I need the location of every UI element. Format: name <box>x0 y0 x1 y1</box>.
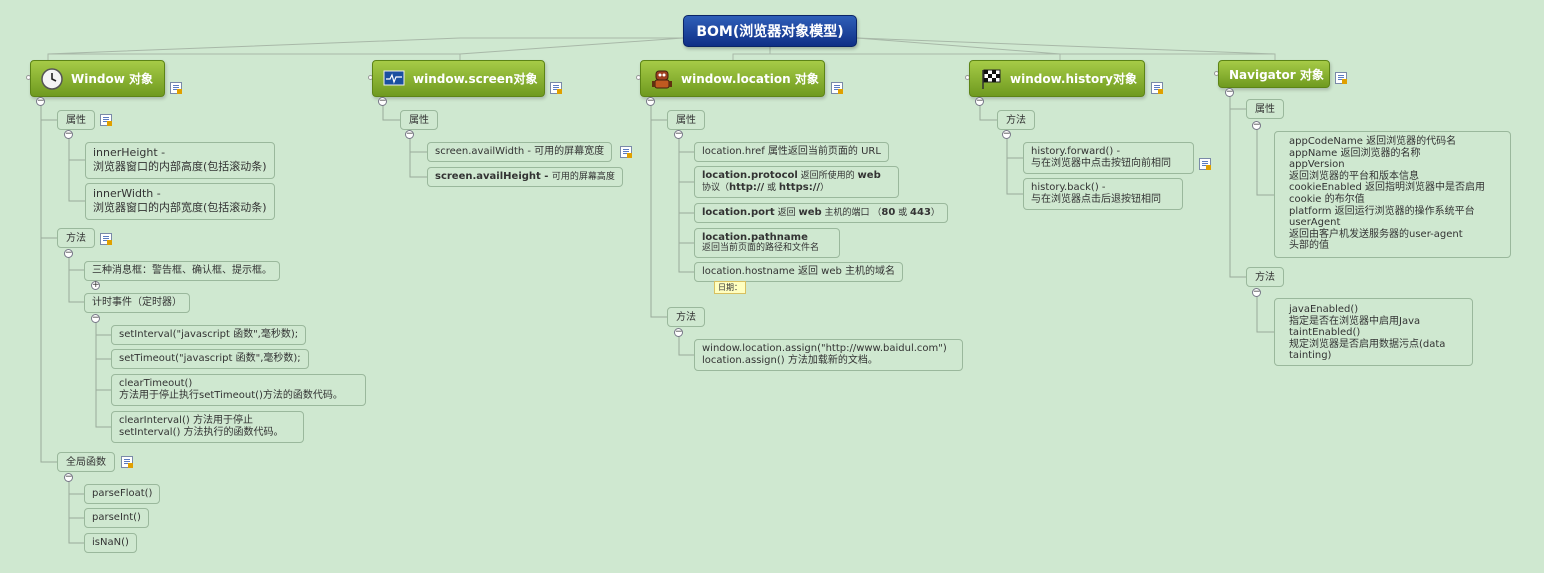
msgbox-node[interactable]: 三种消息框：警告框、确认框、提示框。 <box>84 261 280 281</box>
note-icon[interactable] <box>170 82 182 94</box>
navigator-method-line: 规定浏览器是否启用数据污点(data <box>1289 338 1446 350</box>
note-icon[interactable] <box>1199 158 1211 170</box>
note-icon[interactable] <box>1151 82 1163 94</box>
collapse-toggle[interactable]: − <box>1252 287 1261 297</box>
checkered-flag-icon <box>980 68 1002 90</box>
collapse-toggle[interactable]: − <box>674 327 683 337</box>
href-node[interactable]: location.href 属性返回当前页面的 URL <box>694 142 889 162</box>
note-icon[interactable] <box>620 146 632 158</box>
window-attrs-node[interactable]: 属性 <box>57 110 95 130</box>
navigator-method-line: tainting) <box>1289 350 1332 362</box>
availwidth-node[interactable]: screen.availWidth - 可用的屏幕宽度 <box>427 142 613 162</box>
assign-node[interactable]: window.location.assign("http://www.baidu… <box>694 339 963 371</box>
location-methods-node[interactable]: 方法 <box>667 307 705 327</box>
history-back-node[interactable]: history.back() - 与在浏览器点击后退按钮相同 <box>1023 178 1183 210</box>
pathname-node[interactable]: location.pathname 返回当前页面的路径和文件名 <box>694 228 840 258</box>
location-object-title: window.location 对象 <box>681 72 819 86</box>
collapse-toggle[interactable]: − <box>64 248 73 258</box>
history-object-topic[interactable]: window.history对象 <box>969 60 1145 97</box>
navigator-attr-line: appName 返回浏览器的名称 <box>1289 147 1421 159</box>
navigator-attr-line: 头部的值 <box>1289 240 1329 252</box>
collapse-toggle[interactable]: − <box>64 472 73 482</box>
navigator-attr-line: appCodeName 返回浏览器的代码名 <box>1289 136 1457 147</box>
collapse-toggle[interactable]: − <box>1225 87 1234 97</box>
isnan-node[interactable]: isNaN() <box>84 533 137 553</box>
collapse-toggle[interactable]: − <box>646 96 655 106</box>
expand-toggle[interactable]: + <box>91 280 100 290</box>
date-stamp: 日期： <box>714 281 746 294</box>
navigator-attr-line: 返回浏览器的平台和版本信息 <box>1289 170 1419 182</box>
navigator-attr-line: cookieEnabled 返回指明浏览器中是否启用 <box>1289 182 1486 194</box>
navigator-attr-line: cookie 的布尔值 <box>1289 193 1365 205</box>
parseint-node[interactable]: parseInt() <box>84 508 149 528</box>
parsefloat-node[interactable]: parseFloat() <box>84 484 161 504</box>
robot-icon <box>651 68 673 90</box>
collapse-toggle[interactable]: − <box>36 96 45 106</box>
note-icon[interactable] <box>121 456 133 468</box>
screen-object-title: window.screen对象 <box>413 72 538 86</box>
window-object-topic[interactable]: Window 对象 <box>30 60 165 97</box>
screen-object-topic[interactable]: window.screen对象 <box>372 60 545 97</box>
navigator-attr-line: platform 返回运行浏览器的操作系统平台 <box>1289 205 1475 217</box>
collapse-toggle[interactable]: − <box>674 129 683 139</box>
collapse-toggle[interactable]: − <box>378 96 387 106</box>
screen-attrs-node[interactable]: 属性 <box>400 110 438 130</box>
navigator-method-line: 指定是否在浏览器中启用Java <box>1289 315 1421 327</box>
window-object-title: Window 对象 <box>71 72 153 86</box>
history-forward-node[interactable]: history.forward() - 与在浏览器中点击按钮向前相同 <box>1023 142 1194 174</box>
navigator-object-title: Navigator 对象 <box>1229 67 1324 82</box>
collapse-toggle[interactable]: − <box>1252 120 1261 130</box>
monitor-icon <box>383 68 405 90</box>
cleartimeout-node[interactable]: clearTimeout() 方法用于停止执行setTimeout()方法的函数… <box>111 374 366 406</box>
navigator-object-topic[interactable]: Navigator 对象 <box>1218 60 1330 88</box>
navigator-method-line: javaEnabled() <box>1289 304 1359 315</box>
navigator-attr-line: userAgent <box>1289 217 1341 229</box>
collapse-toggle[interactable]: − <box>91 313 100 323</box>
port-node[interactable]: location.port 返回 web 主机的端口 （80 或 443） <box>694 203 948 223</box>
note-icon[interactable] <box>831 82 843 94</box>
collapse-toggle[interactable]: − <box>1002 129 1011 139</box>
clock-icon <box>41 67 63 90</box>
navigator-method-line: taintEnabled() <box>1289 327 1361 339</box>
navigator-attr-line: 返回由客户机发送服务器的user-agent <box>1289 228 1463 240</box>
note-icon[interactable] <box>100 233 112 245</box>
note-icon[interactable] <box>100 114 112 126</box>
timer-node[interactable]: 计时事件（定时器） <box>84 293 190 313</box>
note-icon[interactable] <box>550 82 562 94</box>
hostname-node[interactable]: location.hostname 返回 web 主机的域名 <box>694 262 904 282</box>
navigator-attrs-node[interactable]: 属性 <box>1246 99 1284 119</box>
note-icon[interactable] <box>1335 72 1347 84</box>
history-methods-node[interactable]: 方法 <box>997 110 1035 130</box>
setinterval-node[interactable]: setInterval("javascript 函数",毫秒数); <box>111 325 307 345</box>
location-object-topic[interactable]: window.location 对象 <box>640 60 825 97</box>
history-object-title: window.history对象 <box>1010 72 1137 86</box>
settimeout-node[interactable]: setTimeout("javascript 函数",毫秒数); <box>111 349 309 369</box>
window-globals-node[interactable]: 全局函数 <box>57 452 115 472</box>
collapse-toggle[interactable]: − <box>405 129 414 139</box>
innerwidth-node[interactable]: innerWidth - 浏览器窗口的内部宽度(包括滚动条) <box>85 183 275 220</box>
window-methods-node[interactable]: 方法 <box>57 228 95 248</box>
protocol-node[interactable]: location.protocol 返回所使用的 web 协议（http:// … <box>694 166 899 198</box>
collapse-toggle[interactable]: − <box>975 96 984 106</box>
innerheight-node[interactable]: innerHeight - 浏览器窗口的内部高度(包括滚动条) <box>85 142 275 179</box>
navigator-attr-line: appVersion <box>1289 159 1345 171</box>
navigator-methods-node[interactable]: 方法 <box>1246 267 1284 287</box>
collapse-toggle[interactable]: − <box>64 129 73 139</box>
root-topic[interactable]: BOM(浏览器对象模型) <box>683 15 857 47</box>
availheight-node[interactable]: screen.availHeight - 可用的屏幕高度 <box>427 167 623 187</box>
location-attrs-node[interactable]: 属性 <box>667 110 705 130</box>
clearinterval-node[interactable]: clearInterval() 方法用于停止 setInterval() 方法执… <box>111 411 304 443</box>
